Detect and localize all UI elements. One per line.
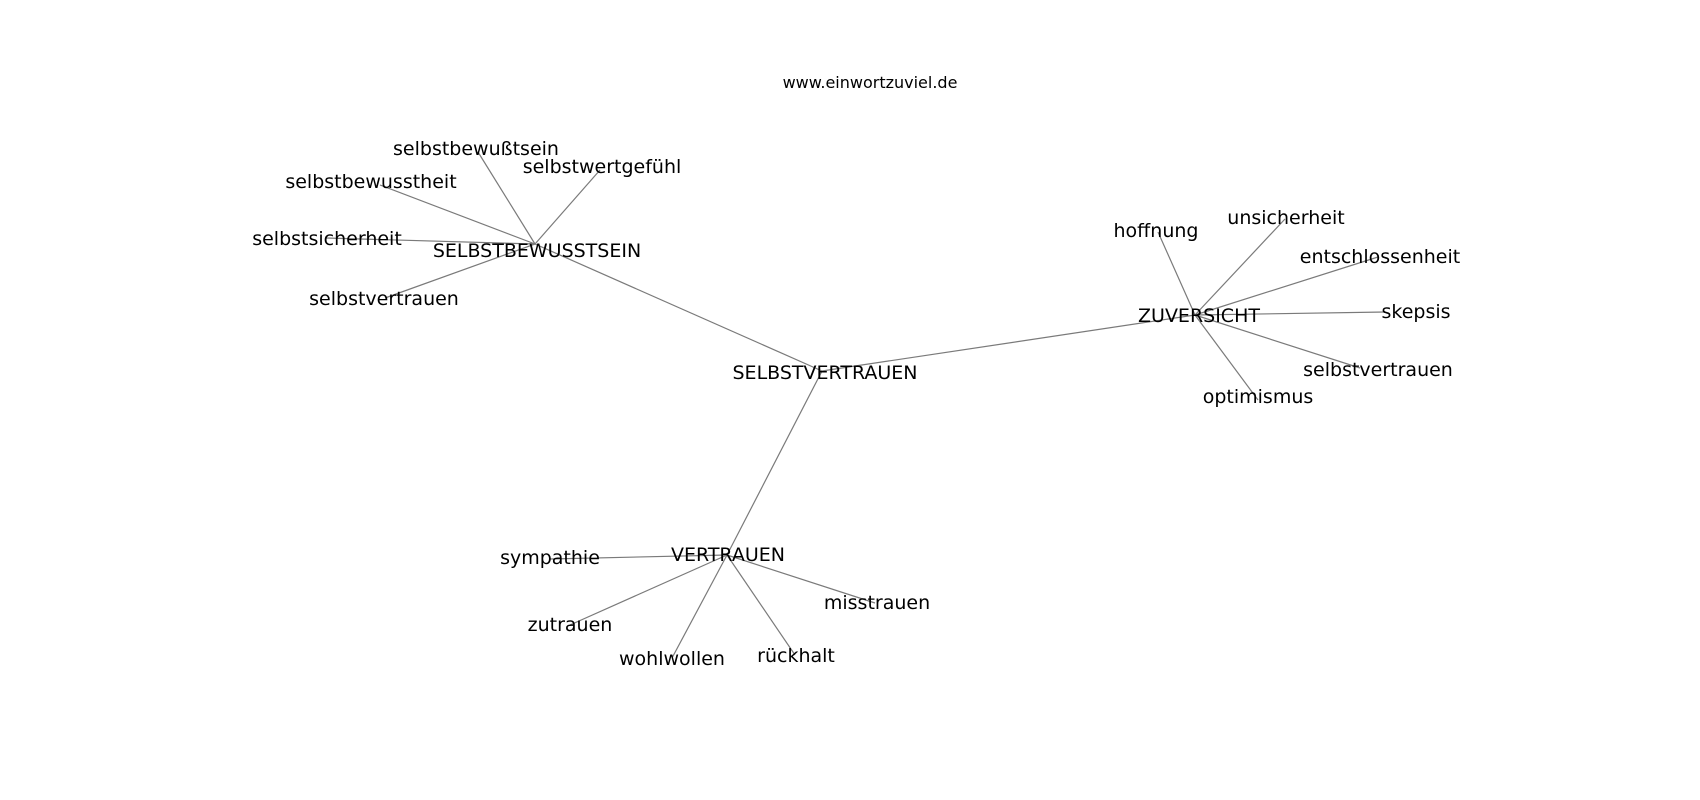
edge-center-selbstbewusstsein [534,243,823,372]
node-center: SELBSTVERTRAUEN [733,362,918,384]
node-term-wohlwollen: wohlwollen [619,648,725,670]
edge-sbs-selbstsicherheit [325,237,536,245]
node-term-unsicherheit: unsicherheit [1227,207,1344,229]
edge-sbs-selbstbewusstheit [379,184,536,245]
edge-zuv-hoffnung [1157,231,1196,316]
node-term-selbstvertrauen-1: selbstvertrauen [309,288,459,310]
edge-zuv-skepsis [1194,311,1386,316]
edge-zuv-entschlossenheit [1194,256,1379,316]
node-term-optimismus: optimismus [1203,386,1314,408]
node-term-skepsis: skepsis [1381,301,1450,323]
edge-center-zuversicht [821,314,1196,372]
node-term-selbstvertrauen-2: selbstvertrauen [1303,359,1453,381]
node-term-hoffnung: hoffnung [1114,220,1199,242]
edge-zuv-selbstvertrauen [1194,314,1361,369]
node-term-selbstwertgefuehl: selbstwertgefühl [523,156,682,178]
edge-ver-misstrauen [726,554,876,604]
edge-ver-rueckhalt [726,554,796,656]
node-term-selbstbewusstheit: selbstbewusstheit [285,171,456,193]
edge-sbs-selbstbewusstsein-term [477,151,536,245]
edges [325,151,1386,659]
node-term-zutrauen: zutrauen [528,614,613,636]
edge-ver-wohlwollen [671,554,728,659]
node-term-selbstsicherheit: selbstsicherheit [252,228,402,250]
node-hub-selbstbewusstsein: SELBSTBEWUSSTSEIN [433,240,641,262]
edge-center-vertrauen [726,370,823,556]
node-term-entschlossenheit: entschlossenheit [1300,246,1460,268]
edge-ver-zutrauen [569,554,728,626]
node-term-sympathie: sympathie [500,547,600,569]
edge-zuv-optimismus [1194,314,1259,401]
node-term-selbstbewusstsein: selbstbewußtsein [393,138,559,160]
edge-sbs-selbstwertgefuehl [534,169,601,245]
node-hub-zuversicht: ZUVERSICHT [1138,305,1260,327]
node-labels: SELBSTVERTRAUEN SELBSTBEWUSSTSEIN ZUVERS… [252,138,1460,670]
node-hub-vertrauen: VERTRAUEN [671,544,785,566]
node-term-misstrauen: misstrauen [824,592,930,614]
edge-sbs-selbstvertrauen [384,243,536,299]
node-term-rueckhalt: rückhalt [757,645,835,667]
edge-zuv-unsicherheit [1194,218,1286,316]
edge-ver-sympathie [549,554,728,560]
site-label: www.einwortzuviel.de [783,73,958,92]
